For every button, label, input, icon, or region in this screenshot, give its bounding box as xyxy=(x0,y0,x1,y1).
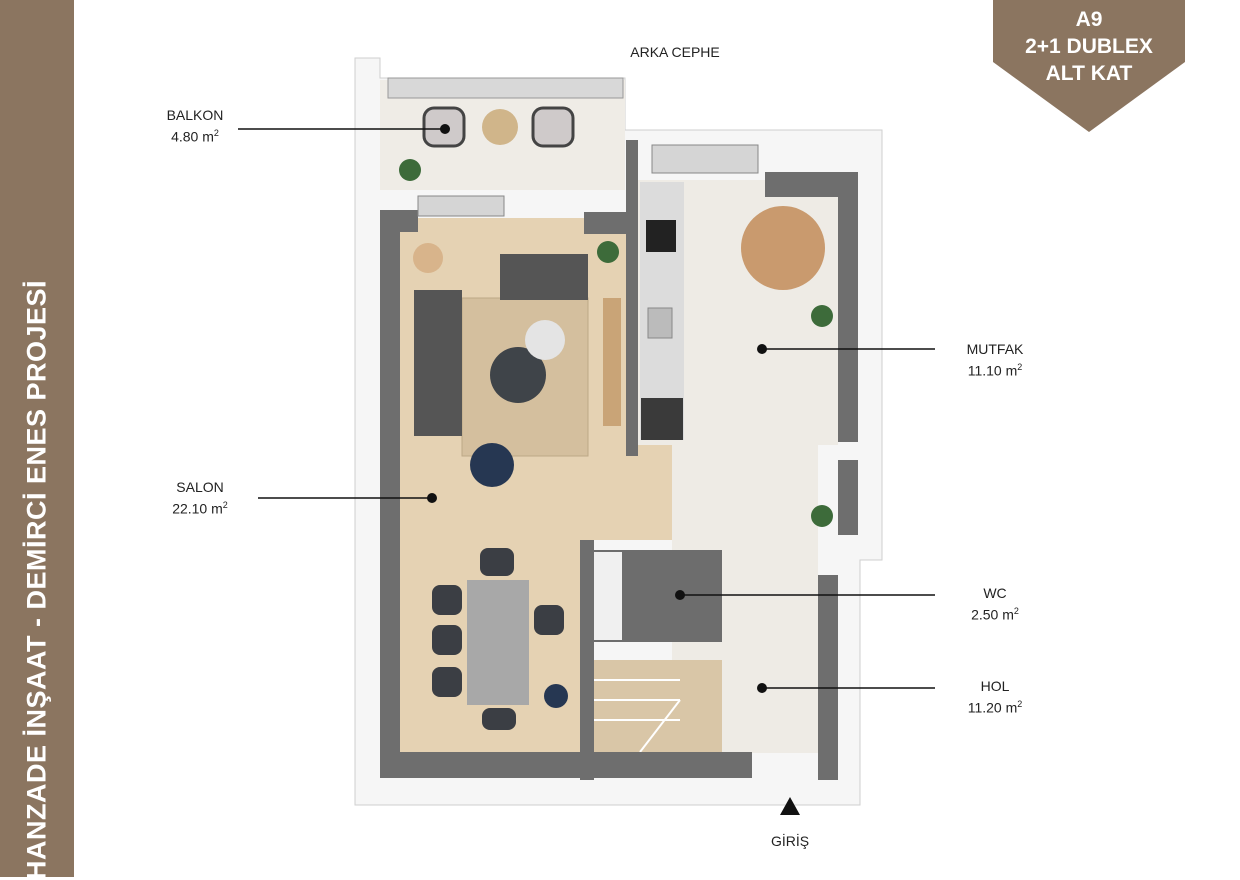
fridge xyxy=(641,398,683,440)
unit-type: 2+1 DUBLEX xyxy=(1025,35,1153,58)
staircase xyxy=(594,660,722,752)
floor-level: ALT KAT xyxy=(1045,62,1133,85)
sofa xyxy=(414,290,462,436)
tv-unit xyxy=(603,298,621,426)
plants xyxy=(399,159,833,527)
stair-steps xyxy=(594,679,681,753)
facade-label: ARKA CEPHE xyxy=(630,44,720,60)
cooktop xyxy=(646,220,676,252)
interior-walls xyxy=(380,140,858,780)
sidebar-band: HANZADE İNŞAAT - DEMİRCİ ENES PROJESİ xyxy=(0,0,74,880)
accent-chair xyxy=(470,443,514,487)
dining-table-kitchen xyxy=(741,206,825,290)
entrance-arrow-icon xyxy=(780,797,800,815)
label-leaders xyxy=(238,128,935,689)
windows xyxy=(417,144,759,217)
unit-code: A9 xyxy=(1075,8,1103,31)
label-dots xyxy=(427,124,767,693)
balcony-chair xyxy=(531,106,575,148)
coffee-table xyxy=(490,347,546,403)
entrance-label: GİRİŞ xyxy=(770,833,810,849)
balcony-railing xyxy=(387,77,624,99)
balcony-table xyxy=(482,109,518,145)
badge-shape xyxy=(993,0,1185,132)
armchair-sofa xyxy=(500,254,588,300)
dining-table xyxy=(467,580,529,705)
sink xyxy=(647,307,673,339)
dining-chairs xyxy=(432,548,564,730)
floor-lamp xyxy=(413,243,443,273)
unit-badge: A9 2+1 DUBLEX ALT KAT xyxy=(993,0,1185,132)
